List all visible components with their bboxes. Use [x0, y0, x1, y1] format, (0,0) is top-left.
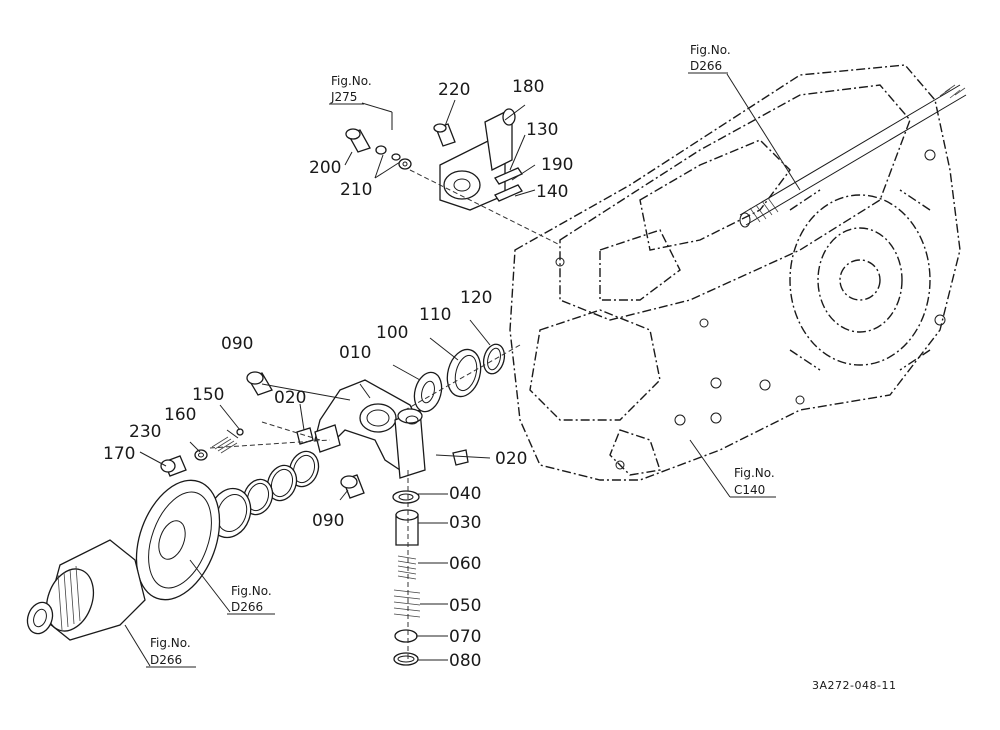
label-220: 220 — [438, 80, 470, 100]
label-090-lower: 090 — [312, 511, 344, 531]
label-200: 200 — [309, 158, 341, 178]
label-150: 150 — [192, 385, 224, 405]
svg-text:Fig.No.: Fig.No. — [150, 636, 191, 650]
label-100: 100 — [376, 323, 408, 343]
bolt-090-lower — [340, 474, 365, 499]
label-020-right: 020 — [495, 449, 527, 469]
label-230: 230 — [129, 422, 161, 442]
svg-text:J275: J275 — [330, 90, 357, 104]
label-030: 030 — [449, 513, 481, 533]
label-160: 160 — [164, 405, 196, 425]
drawing-code: 3A272-048-11 — [812, 679, 896, 692]
label-020-left: 020 — [274, 388, 306, 408]
label-130: 130 — [526, 120, 558, 140]
label-110: 110 — [419, 305, 451, 325]
bearing-rings — [413, 343, 506, 413]
svg-text:Fig.No.: Fig.No. — [231, 584, 272, 598]
fig-ref-d266-mid: Fig.No. D266 — [227, 584, 275, 615]
svg-text:C140: C140 — [734, 483, 765, 497]
plug-020 — [296, 427, 469, 466]
fig-ref-j275: Fig.No. J275 — [329, 74, 372, 105]
svg-text:Fig.No.: Fig.No. — [690, 43, 731, 57]
label-170: 170 — [103, 444, 135, 464]
hub-gear — [26, 539, 146, 641]
valve-body-010 — [314, 379, 426, 479]
label-010: 010 — [339, 343, 371, 363]
label-090-upper: 090 — [221, 334, 253, 354]
fig-ref-d266-top: Fig.No. D266 — [688, 43, 731, 74]
relief-parts — [160, 428, 244, 477]
label-080: 080 — [449, 651, 481, 671]
part-numbers: 010 020 020 030 040 050 060 070 080 090 … — [103, 77, 573, 671]
svg-text:Fig.No.: Fig.No. — [331, 74, 372, 88]
label-060: 060 — [449, 554, 481, 574]
label-040: 040 — [449, 484, 481, 504]
svg-text:Fig.No.: Fig.No. — [734, 466, 775, 480]
label-070: 070 — [449, 627, 481, 647]
label-180: 180 — [512, 77, 544, 97]
seal-rings — [208, 450, 320, 539]
label-210: 210 — [340, 180, 372, 200]
svg-text:D266: D266 — [150, 653, 182, 667]
svg-text:D266: D266 — [690, 59, 722, 73]
bolt-090-upper — [246, 371, 273, 396]
clutch-disc — [135, 479, 221, 601]
svg-text:D266: D266 — [231, 600, 263, 614]
leader-lines — [124, 73, 801, 667]
spool-stack — [392, 490, 421, 666]
label-120: 120 — [460, 288, 492, 308]
transmission-case — [509, 64, 967, 481]
fig-ref-c140: Fig.No. C140 — [730, 466, 776, 498]
label-050: 050 — [449, 596, 481, 616]
fig-ref-d266-low: Fig.No. D266 — [146, 636, 196, 668]
label-140: 140 — [536, 182, 568, 202]
label-190: 190 — [541, 155, 573, 175]
